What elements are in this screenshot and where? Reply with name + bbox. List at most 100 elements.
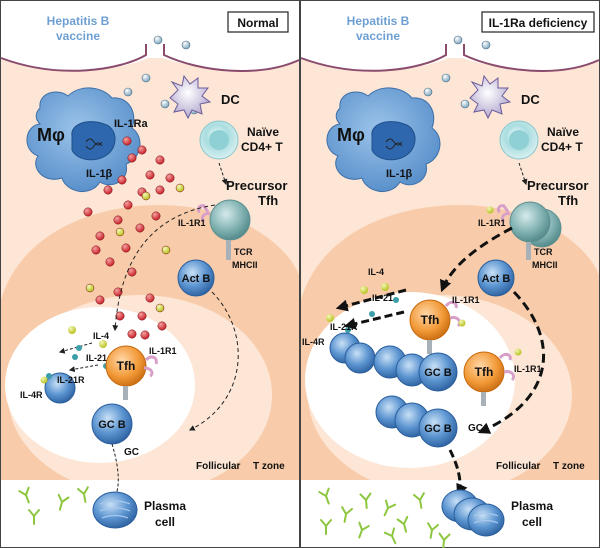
- cytokine-particle: [141, 191, 151, 201]
- il4r-label: IL-4R: [302, 337, 325, 347]
- activated-b-cell: Act B: [177, 259, 215, 297]
- precursor-label-line2: Tfh: [558, 193, 578, 208]
- il1ra-particle: [145, 293, 155, 303]
- precursor-label-line1: Precursor: [226, 178, 287, 193]
- panel-title: Normal: [237, 16, 278, 30]
- gc-b-cells: GC B IL-21R IL-4R: [20, 372, 133, 445]
- antibody-icon: [427, 522, 439, 539]
- precursor-label-line2: Tfh: [258, 193, 278, 208]
- antibodies: [18, 486, 89, 525]
- plasma-label-line1: Plasma: [511, 499, 553, 513]
- cell-membrane: [300, 44, 447, 72]
- naive-label-line1: Naïve: [547, 125, 579, 139]
- antibody-icon: [320, 519, 332, 535]
- gc-b-cells: GC B IL-21R IL-4R: [302, 322, 458, 392]
- il1ra-particle: [127, 329, 137, 339]
- antibody-icon: [77, 486, 89, 503]
- il1ra-particle: [127, 153, 137, 163]
- il1ra-particle: [165, 173, 175, 183]
- il1r1-label-2: IL-1R1: [452, 295, 480, 305]
- arrow-naive-to-precursor: [218, 162, 228, 186]
- tfh-label-2: Tfh: [475, 365, 494, 379]
- il4-label: IL-4: [93, 331, 109, 341]
- plasma-cell: Plasma cell: [92, 491, 186, 529]
- il1r1-receptor-icon: [496, 204, 511, 224]
- tcr-label: TCR: [234, 247, 253, 257]
- dendritic-cell: DC: [169, 74, 240, 120]
- il1ra-label: IL-1Ra: [114, 118, 149, 130]
- t-zone-label: T zone: [553, 461, 585, 472]
- gc-label: GC: [468, 423, 483, 434]
- il1ra-particle: [83, 207, 93, 217]
- antibody-icon: [318, 487, 330, 505]
- il1r1-label-3: IL-1R1: [514, 364, 542, 374]
- tcr-mhcii-link: [226, 240, 231, 260]
- macrophage-label: Mφ: [37, 125, 65, 145]
- gc-b-cluster-2: GC B: [375, 395, 458, 448]
- il1ra-particle: [140, 330, 150, 340]
- macrophage-label: Mφ: [337, 125, 365, 145]
- il1ra-particle: [121, 243, 131, 253]
- il21r-label: IL-21R: [330, 322, 358, 332]
- il21-label: IL-21: [372, 293, 393, 303]
- il1ra-particle: [113, 287, 123, 297]
- il1ra-particle: [137, 145, 147, 155]
- mhcii-label: MHCII: [532, 260, 558, 270]
- tfh-label: Tfh: [117, 359, 136, 373]
- activated-b-cell: Act B: [477, 259, 515, 297]
- dna-icon: [85, 138, 103, 150]
- cytokine-particle: [155, 303, 165, 313]
- il1ra-particle: [135, 223, 145, 233]
- precursor-tfh-cells: Precursor Tfh IL-1R1: [478, 178, 588, 248]
- il4r-label: IL-4R: [20, 390, 43, 400]
- mhcii-label: MHCII: [232, 260, 258, 270]
- vaccine-label-line2: vaccine: [56, 29, 100, 43]
- vaccine-label-line2: vaccine: [356, 29, 400, 43]
- il1ra-particle: [91, 245, 101, 255]
- gc-b-label-2: GC B: [424, 423, 452, 435]
- il1b-label: IL-1β: [386, 168, 413, 180]
- il1r1-receptor-icon-2: [444, 300, 462, 328]
- il1ra-particle: [157, 321, 167, 331]
- tfh-cell: Tfh IL-1R1: [409, 295, 480, 354]
- dc-label: DC: [521, 92, 540, 107]
- panel-title-box: [227, 11, 289, 33]
- tfh-cell: Tfh IL-1R1: [105, 345, 177, 400]
- precursor-label-line1: Precursor: [527, 178, 588, 193]
- arrow-naive-to-precursor: [518, 162, 528, 186]
- antibody-icon: [413, 492, 425, 509]
- il1ra-particle: [103, 185, 113, 195]
- gc-b-label: GC B: [98, 419, 126, 431]
- il1ra-particle: [122, 136, 132, 146]
- il1ra-particle: [123, 200, 133, 210]
- naive-cd4-t-cell: Naïve CD4+ T: [199, 120, 283, 160]
- il21-label: IL-21: [86, 353, 107, 363]
- antibody-icon: [383, 527, 397, 545]
- il4-label: IL-4: [368, 267, 384, 277]
- gc-label: GC: [124, 447, 139, 458]
- il1ra-particle: [95, 295, 105, 305]
- t-zone-label: T zone: [253, 461, 285, 472]
- follicular-label: Follicular: [496, 461, 541, 472]
- cell-membrane: [0, 44, 147, 72]
- act-b-label: Act B: [482, 273, 511, 285]
- antibody-icon: [18, 486, 30, 504]
- il1r1-receptor-icon-2: [143, 355, 158, 378]
- panel-il1ra-deficiency: IL-1Ra deficiency Hepatitis B vaccine Mφ…: [300, 0, 600, 548]
- cytokine-particle: [115, 227, 125, 237]
- plasma-label-line2: cell: [522, 515, 542, 529]
- cytokine-particle: [175, 183, 185, 193]
- antibody-icon: [358, 521, 370, 539]
- dna-icon: [385, 138, 403, 150]
- il1ra-particle: [155, 155, 165, 165]
- il1r1-receptor-icon: [196, 204, 211, 224]
- act-b-label: Act B: [182, 273, 211, 285]
- il1ra-particles: [83, 136, 185, 340]
- macrophage: Mφ IL-1Ra IL-1β: [26, 87, 149, 192]
- il1r1-label: IL-1R1: [178, 218, 206, 228]
- il1ra-particle: [155, 185, 165, 195]
- naive-label-line2: CD4+ T: [241, 140, 283, 154]
- il1ra-particle: [145, 170, 155, 180]
- cytokine-particle: [161, 245, 171, 255]
- plasma-label-line1: Plasma: [144, 499, 186, 513]
